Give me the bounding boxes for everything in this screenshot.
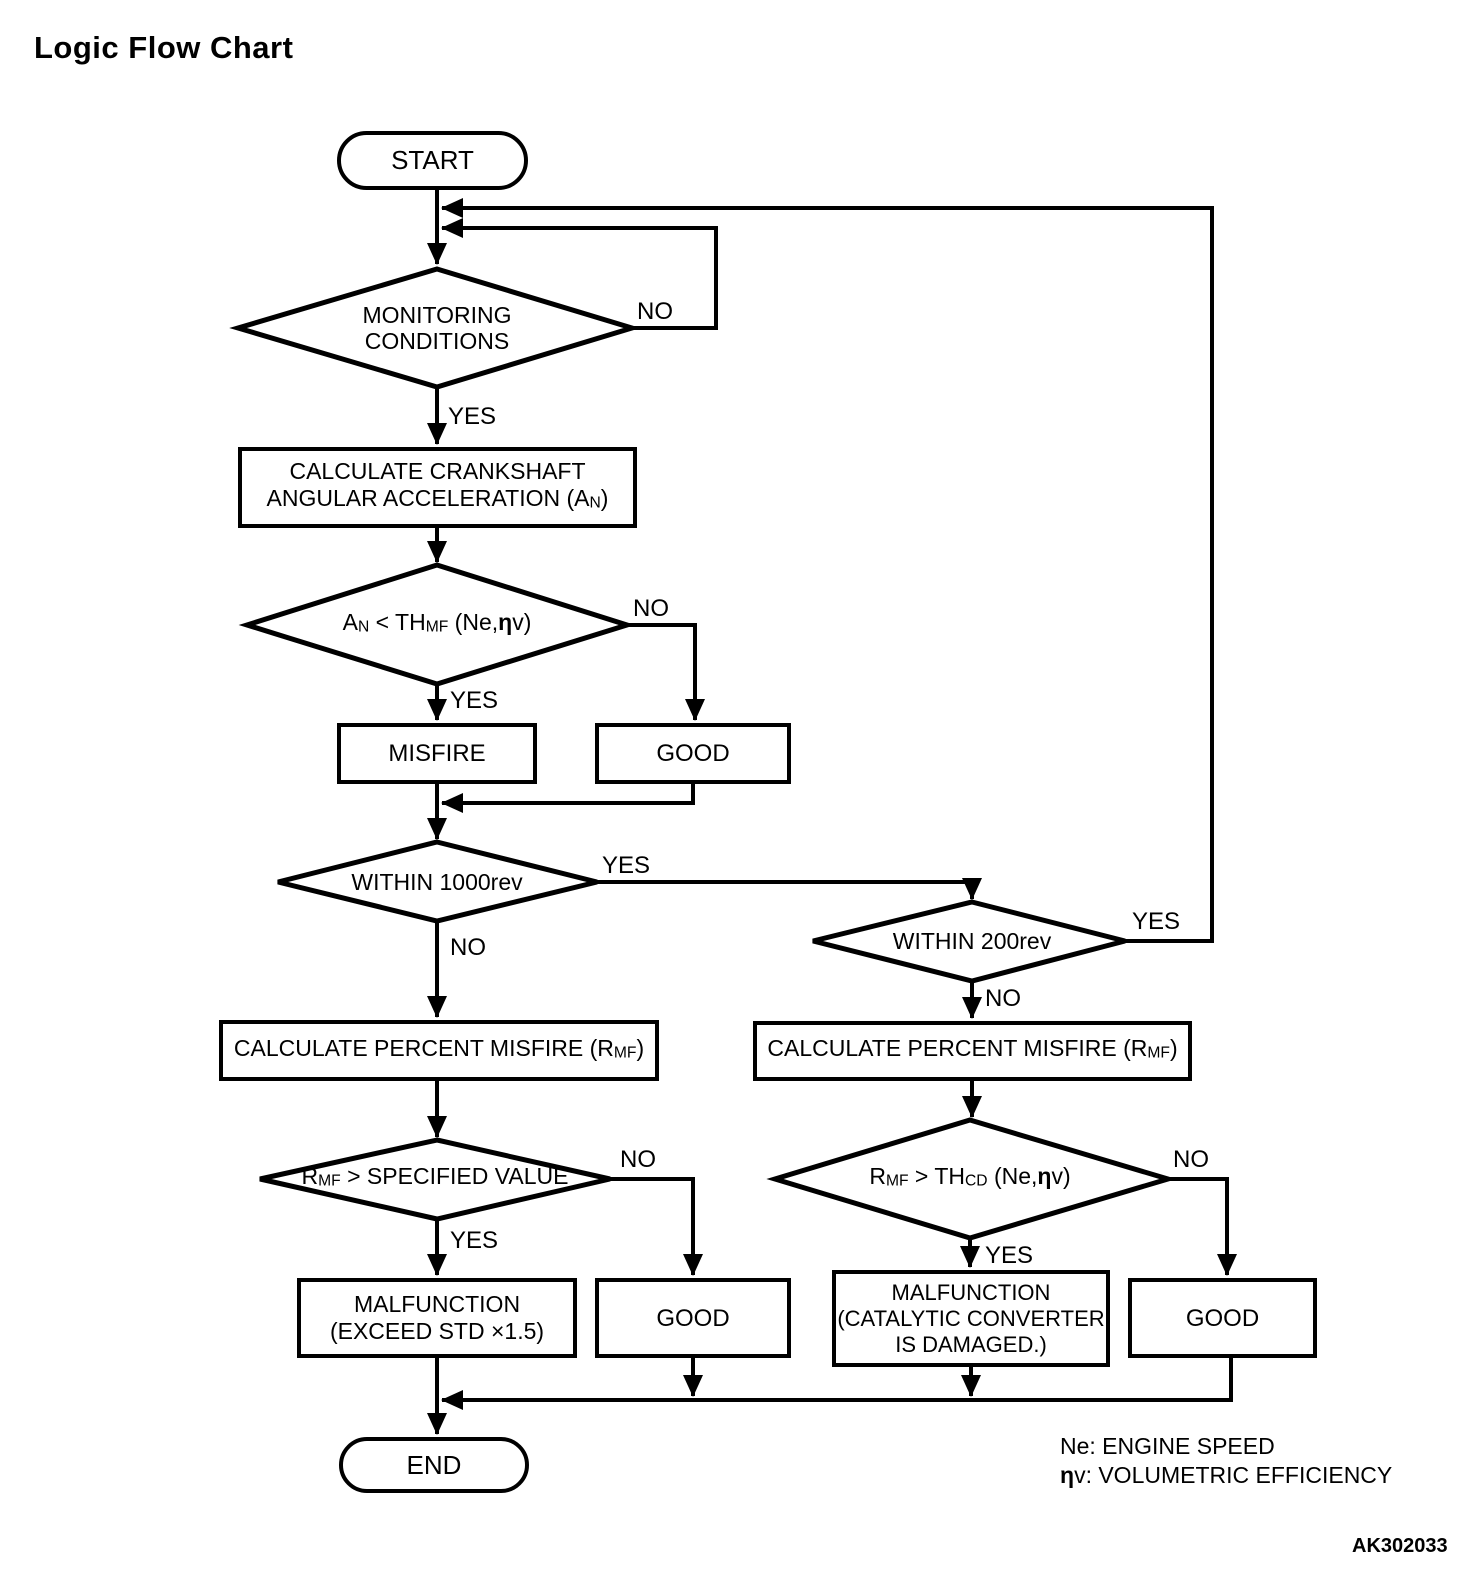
rmf-specified-diamond bbox=[259, 1137, 611, 1222]
rmf-thcd-diamond bbox=[766, 1117, 1177, 1241]
page-title: Logic Flow Chart bbox=[34, 30, 294, 65]
legend-eta: ηv: VOLUMETRIC EFFICIENCY bbox=[1060, 1462, 1393, 1488]
label-no-within200: NO bbox=[985, 985, 1021, 1012]
calc-crankshaft-box: CALCULATE CRANKSHAFT ANGULAR ACCELERATIO… bbox=[238, 447, 637, 528]
malfunction-exceed-std-box: MALFUNCTION (EXCEED STD ×1.5) bbox=[297, 1278, 577, 1358]
calc-percent-misfire-box-left: CALCULATE PERCENT MISFIRE (RMF) bbox=[219, 1020, 659, 1081]
legend: Ne: ENGINE SPEED ηv: VOLUMETRIC EFFICIEN… bbox=[1060, 1432, 1392, 1490]
connector-return-within200-yes bbox=[441, 198, 1214, 943]
misfire-box: MISFIRE bbox=[337, 723, 537, 784]
malfunction-catalytic-box: MALFUNCTION (CATALYTIC CONVERTER IS DAMA… bbox=[832, 1270, 1110, 1367]
label-no-rmfthcd: NO bbox=[1173, 1146, 1209, 1173]
within-200rev-diamond bbox=[812, 899, 1126, 984]
connector-within1000-yes-to-within200 bbox=[597, 878, 982, 900]
end-label: END bbox=[406, 1449, 462, 1480]
good-box-top: GOOD bbox=[595, 723, 791, 784]
label-yes-rmfthcd: YES bbox=[985, 1242, 1034, 1269]
label-yes-rmfspec: YES bbox=[450, 1227, 499, 1254]
connector-rmfthcd-no-to-good bbox=[1168, 1177, 1237, 1276]
end-terminal: END bbox=[339, 1437, 529, 1493]
connector-rmfspec-no-to-good bbox=[610, 1177, 703, 1276]
calc-percent-misfire-box-right: CALCULATE PERCENT MISFIRE (RMF) bbox=[753, 1021, 1192, 1081]
label-no-rmfspec: NO bbox=[620, 1146, 656, 1173]
good-box-bottom-left: GOOD bbox=[595, 1278, 791, 1358]
legend-ne: Ne: ENGINE SPEED bbox=[1060, 1433, 1275, 1459]
label-no-monitoring: NO bbox=[637, 298, 673, 325]
connector-good-merge bbox=[441, 784, 695, 813]
label-no-anth: NO bbox=[633, 595, 669, 622]
label-yes-anth: YES bbox=[450, 687, 499, 714]
good-box-bottom-right: GOOD bbox=[1128, 1278, 1317, 1358]
figure-code: AK302033 bbox=[1352, 1535, 1448, 1557]
connector-anth-no-to-good bbox=[627, 623, 705, 721]
start-label: START bbox=[391, 145, 474, 175]
an-threshold-diamond bbox=[238, 562, 636, 687]
label-yes-within200: YES bbox=[1132, 908, 1181, 935]
label-yes-within1000: YES bbox=[602, 852, 651, 879]
label-no-within1000: NO bbox=[450, 934, 486, 961]
label-yes-monitoring: YES bbox=[448, 403, 497, 430]
connector-goodright-to-merge bbox=[441, 1358, 1233, 1410]
start-terminal: START bbox=[337, 131, 528, 190]
monitoring-conditions-diamond bbox=[229, 266, 641, 390]
within-1000rev-diamond bbox=[277, 839, 598, 924]
connector-return-monitoring-no bbox=[441, 218, 718, 330]
